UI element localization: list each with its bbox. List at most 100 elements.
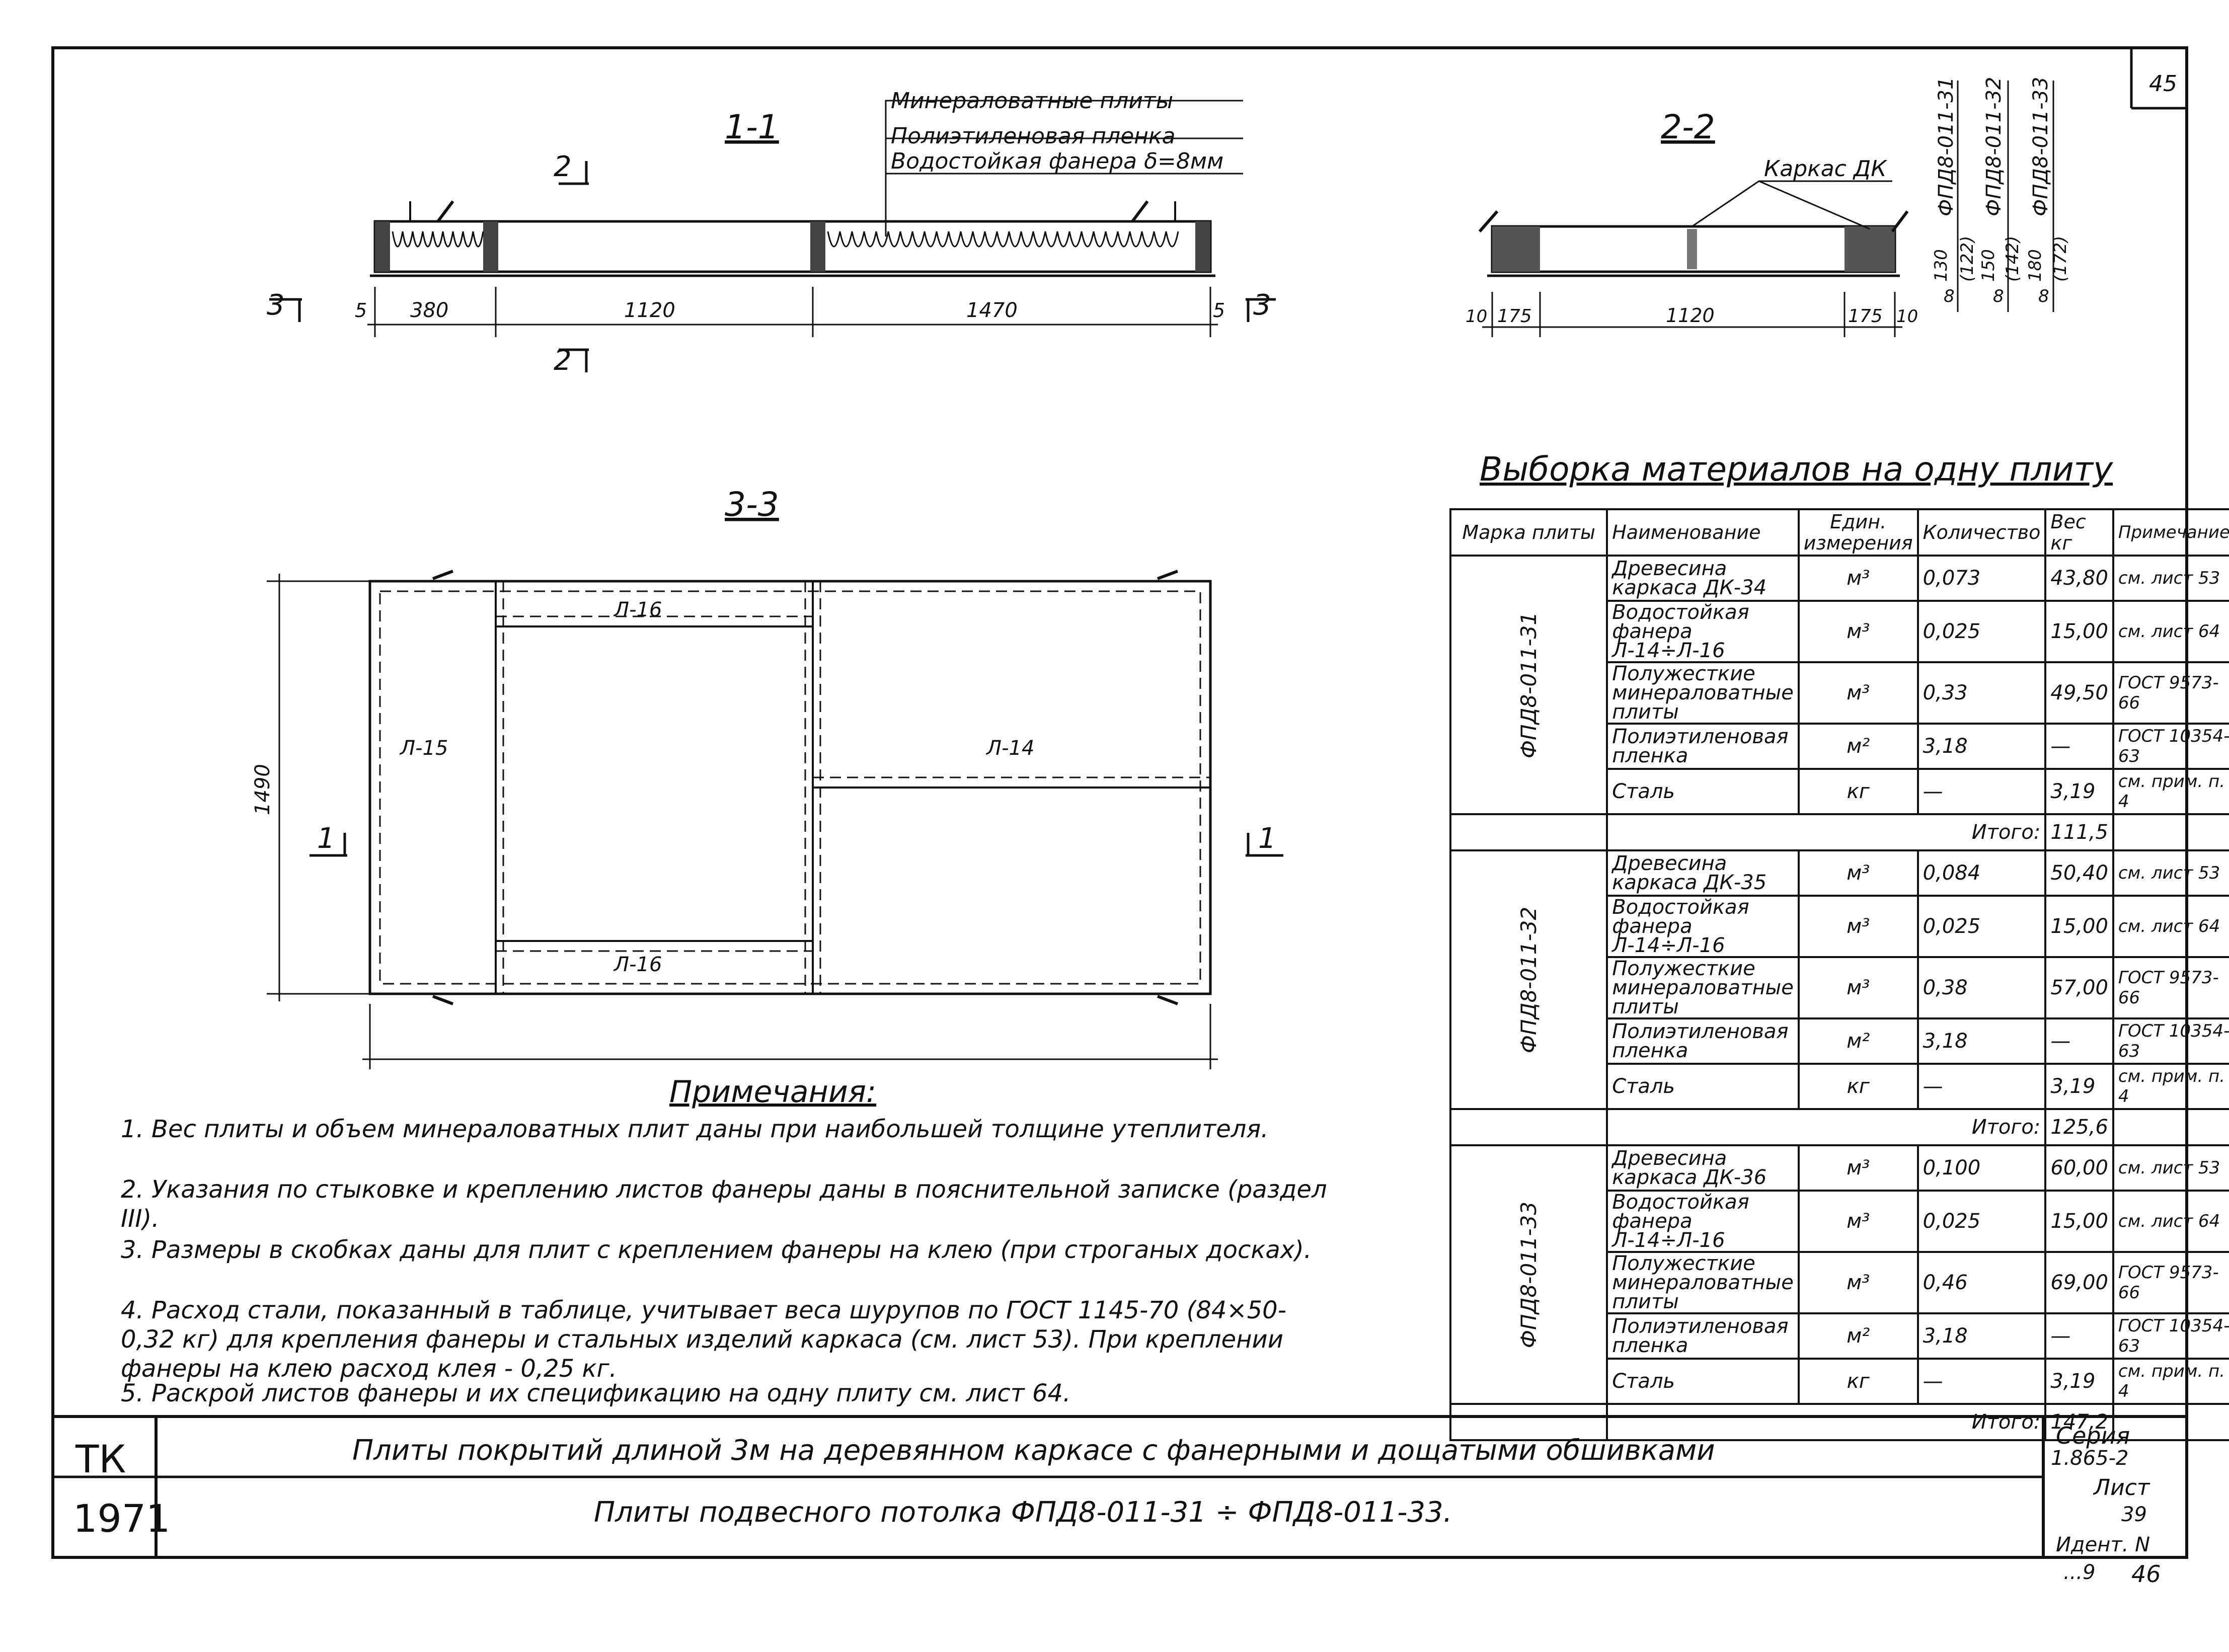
- material-qty: —: [1916, 1063, 2047, 1110]
- material-unit: м²: [1797, 1312, 1919, 1360]
- material-note: см. прим. п. 4: [2112, 1358, 2229, 1405]
- dim-label: 1120: [1666, 304, 1715, 327]
- dim-label: 1470: [966, 299, 1018, 322]
- material-weight: 3,19: [2044, 1063, 2114, 1110]
- total-spacer: [2112, 813, 2229, 851]
- frame-bar: [810, 221, 825, 272]
- dim-label: 10: [1896, 306, 1918, 327]
- total-spacer: [1449, 813, 1608, 851]
- note-item: 3. Размеры в скобках даны для плит с кре…: [121, 1236, 1312, 1264]
- cut-mark-label: 3: [267, 289, 285, 322]
- material-unit: м²: [1797, 723, 1919, 770]
- material-name: Сталь: [1606, 1358, 1800, 1405]
- material-weight: 15,00: [2044, 1190, 2114, 1253]
- mark-column-label: ФПД8-011-32: [1982, 77, 2006, 216]
- dim-label: 175: [1497, 306, 1532, 327]
- material-name: Полужесткие минераловатные плиты: [1606, 956, 1800, 1019]
- cut-mark-label: 3: [1253, 289, 1271, 322]
- section-3-3: 3-3 1490 Л-16 Л-15 Л-14 Л-16 1 1: [251, 485, 1283, 1069]
- material-unit: м³: [1797, 555, 1919, 602]
- material-unit: м³: [1797, 600, 1919, 663]
- hanger: [1157, 570, 1179, 580]
- header-unit: Един. измерения: [1797, 508, 1919, 557]
- material-name: Водостойкая фанера Л-14÷Л-16: [1606, 1190, 1800, 1253]
- header-note: Примечание: [2112, 508, 2229, 557]
- hanger: [436, 200, 454, 222]
- notes-title: Примечания:: [669, 1074, 877, 1110]
- frame-bar: [483, 221, 498, 272]
- frame-label: Каркас ДК: [1764, 156, 1887, 182]
- material-unit: м³: [1797, 661, 1919, 725]
- header-weight: Вес кг: [2044, 508, 2114, 557]
- material-note: см. лист 53: [2112, 555, 2229, 602]
- material-qty: —: [1916, 1358, 2047, 1405]
- material-name: Сталь: [1606, 1063, 1800, 1110]
- material-weight: 57,00: [2044, 956, 2114, 1019]
- mark-column-label: ФПД8-011-31: [1935, 77, 1958, 216]
- material-note: см. лист 64: [2112, 600, 2229, 663]
- material-weight: 3,19: [2044, 1358, 2114, 1405]
- layer-label: Полиэтиленовая пленка: [891, 123, 1176, 149]
- hanger: [1157, 995, 1179, 1005]
- material-qty: 0,025: [1916, 895, 2047, 958]
- frame-bar: [1195, 221, 1210, 272]
- materials-table: Марка плиты Наименование Един. измерения…: [1449, 508, 2229, 1441]
- material-unit: кг: [1797, 1358, 1919, 1405]
- material-weight: 69,00: [2044, 1251, 2114, 1314]
- dim-label: 10: [1466, 306, 1487, 327]
- series-value: 1.865-2: [2051, 1447, 2129, 1470]
- plate-mark: ФПД8-011-33: [1449, 1144, 1608, 1405]
- material-unit: м³: [1797, 1190, 1919, 1253]
- ident-value: ...9: [2063, 1561, 2096, 1584]
- total-spacer: [2112, 1403, 2229, 1441]
- hanger: [1131, 200, 1149, 222]
- material-qty: 0,084: [1916, 849, 2047, 897]
- height-label: 150: [1978, 249, 1999, 282]
- layer-leader: [885, 100, 1243, 237]
- section-1-1: 1-1 2 2 3 3 Минераловатные плиты Полиэти…: [267, 88, 1276, 377]
- section-title: 2-2: [1661, 108, 1715, 146]
- height-label: (122): [1957, 236, 1977, 282]
- sheet-label: Л-14: [985, 737, 1034, 760]
- plywood-thickness: 8: [1993, 286, 2004, 306]
- material-qty: 0,025: [1916, 1190, 2047, 1253]
- material-name: Полиэтиленовая пленка: [1606, 723, 1800, 770]
- org-code: ТК: [75, 1437, 126, 1481]
- total-label: Итого:: [1606, 1108, 2046, 1146]
- material-note: ГОСТ 9573-66: [2112, 661, 2229, 725]
- material-name: Сталь: [1606, 768, 1800, 815]
- material-qty: 3,18: [1916, 723, 2047, 770]
- dim-label: 175: [1848, 306, 1883, 327]
- material-weight: —: [2044, 1312, 2114, 1360]
- material-note: ГОСТ 10354-63: [2112, 1312, 2229, 1360]
- insulation-hatch: [827, 231, 1179, 248]
- year: 1971: [73, 1496, 171, 1541]
- material-weight: —: [2044, 1017, 2114, 1065]
- material-name: Полиэтиленовая пленка: [1606, 1017, 1800, 1065]
- material-qty: 3,18: [1916, 1312, 2047, 1360]
- material-note: ГОСТ 9573-66: [2112, 956, 2229, 1019]
- material-unit: м²: [1797, 1017, 1919, 1065]
- material-name: Древесина каркаса ДК-36: [1606, 1144, 1800, 1192]
- header-mark: Марка плиты: [1449, 508, 1608, 557]
- note-item: 5. Раскрой листов фанеры и их спецификац…: [121, 1379, 1071, 1407]
- dim-label: 5: [1213, 299, 1225, 322]
- material-unit: кг: [1797, 768, 1919, 815]
- material-name: Водостойкая фанера Л-14÷Л-16: [1606, 895, 1800, 958]
- material-note: ГОСТ 10354-63: [2112, 1017, 2229, 1065]
- frame-bar: [1492, 226, 1540, 272]
- cut-mark-label: 2: [554, 344, 572, 377]
- total-label: Итого:: [1606, 1403, 2046, 1441]
- note-item: 4. Расход стали, показанный в таблице, у…: [121, 1296, 1287, 1383]
- cut-mark-label: 2: [554, 150, 572, 183]
- header-qty: Количество: [1916, 508, 2047, 557]
- frame-bar: [375, 221, 390, 272]
- mark-column-label: ФПД8-011-33: [2029, 77, 2052, 216]
- layer-label: Водостойкая фанера δ=8мм: [891, 148, 1223, 174]
- cut-mark-label: 1: [317, 822, 335, 855]
- dim-label: 1120: [624, 299, 675, 322]
- ident-label: Идент. N: [2056, 1533, 2150, 1556]
- section-2-2: 2-2 Каркас ДК 10 175 1120 175 10 ФПД8-01…: [1466, 77, 2070, 337]
- plate-mark: ФПД8-011-32: [1449, 849, 1608, 1110]
- material-unit: м³: [1797, 1251, 1919, 1314]
